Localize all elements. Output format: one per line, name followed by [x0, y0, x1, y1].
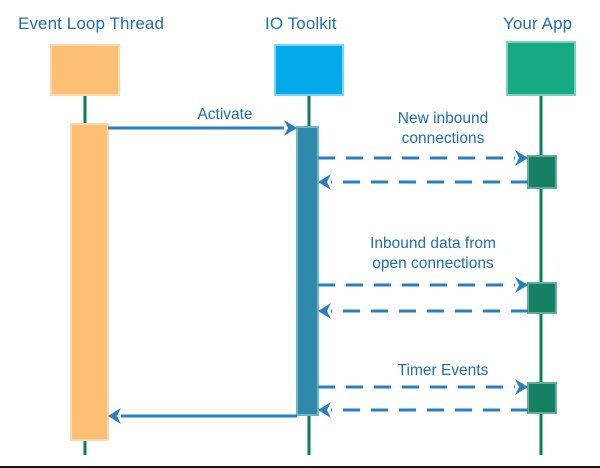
message-arrowhead-activate: [284, 120, 297, 136]
activation-bar-your-app-0: [527, 155, 557, 189]
lifeline-head-event-loop-thread: [50, 44, 120, 96]
message-label-new-inbound-connections: New inbound connections: [358, 109, 528, 149]
message-arrowhead-timer-events: [515, 379, 528, 395]
message-arrowhead-new-inbound-connections: [515, 150, 528, 166]
activation-bar-your-app-2: [527, 382, 557, 414]
message-arrowhead-inbound-data-open-connections-return: [318, 303, 331, 319]
message-arrowhead-inbound-data-open-connections: [515, 277, 528, 293]
message-label-line: open connections: [372, 255, 494, 272]
message-arrowhead-new-inbound-connections-return: [318, 174, 331, 190]
lifeline-head-io-toolkit: [274, 44, 344, 96]
message-label-inbound-data-open-connections: Inbound data from open connections: [338, 234, 528, 274]
activation-bar-your-app-1: [527, 282, 557, 314]
message-label-line: Inbound data from: [370, 235, 496, 252]
lifeline-head-your-app: [506, 41, 576, 96]
message-arrowhead-deactivate-return: [108, 408, 121, 424]
lane-title-io-toolkit: IO Toolkit: [265, 14, 337, 33]
activation-bar-io-toolkit-0: [296, 126, 319, 416]
lane-title-your-app: Your App: [503, 14, 573, 33]
message-label-line: Timer Events: [397, 362, 489, 379]
activation-bar-event-loop-thread-0: [70, 123, 109, 441]
message-label-timer-events: Timer Events: [358, 361, 528, 381]
message-label-line: connections: [401, 130, 485, 147]
message-label-line: New inbound: [397, 110, 489, 127]
message-arrowhead-timer-events-return: [318, 402, 331, 418]
message-label-activate: Activate: [197, 106, 253, 123]
lane-title-event-loop-thread: Event Loop Thread: [18, 14, 164, 33]
